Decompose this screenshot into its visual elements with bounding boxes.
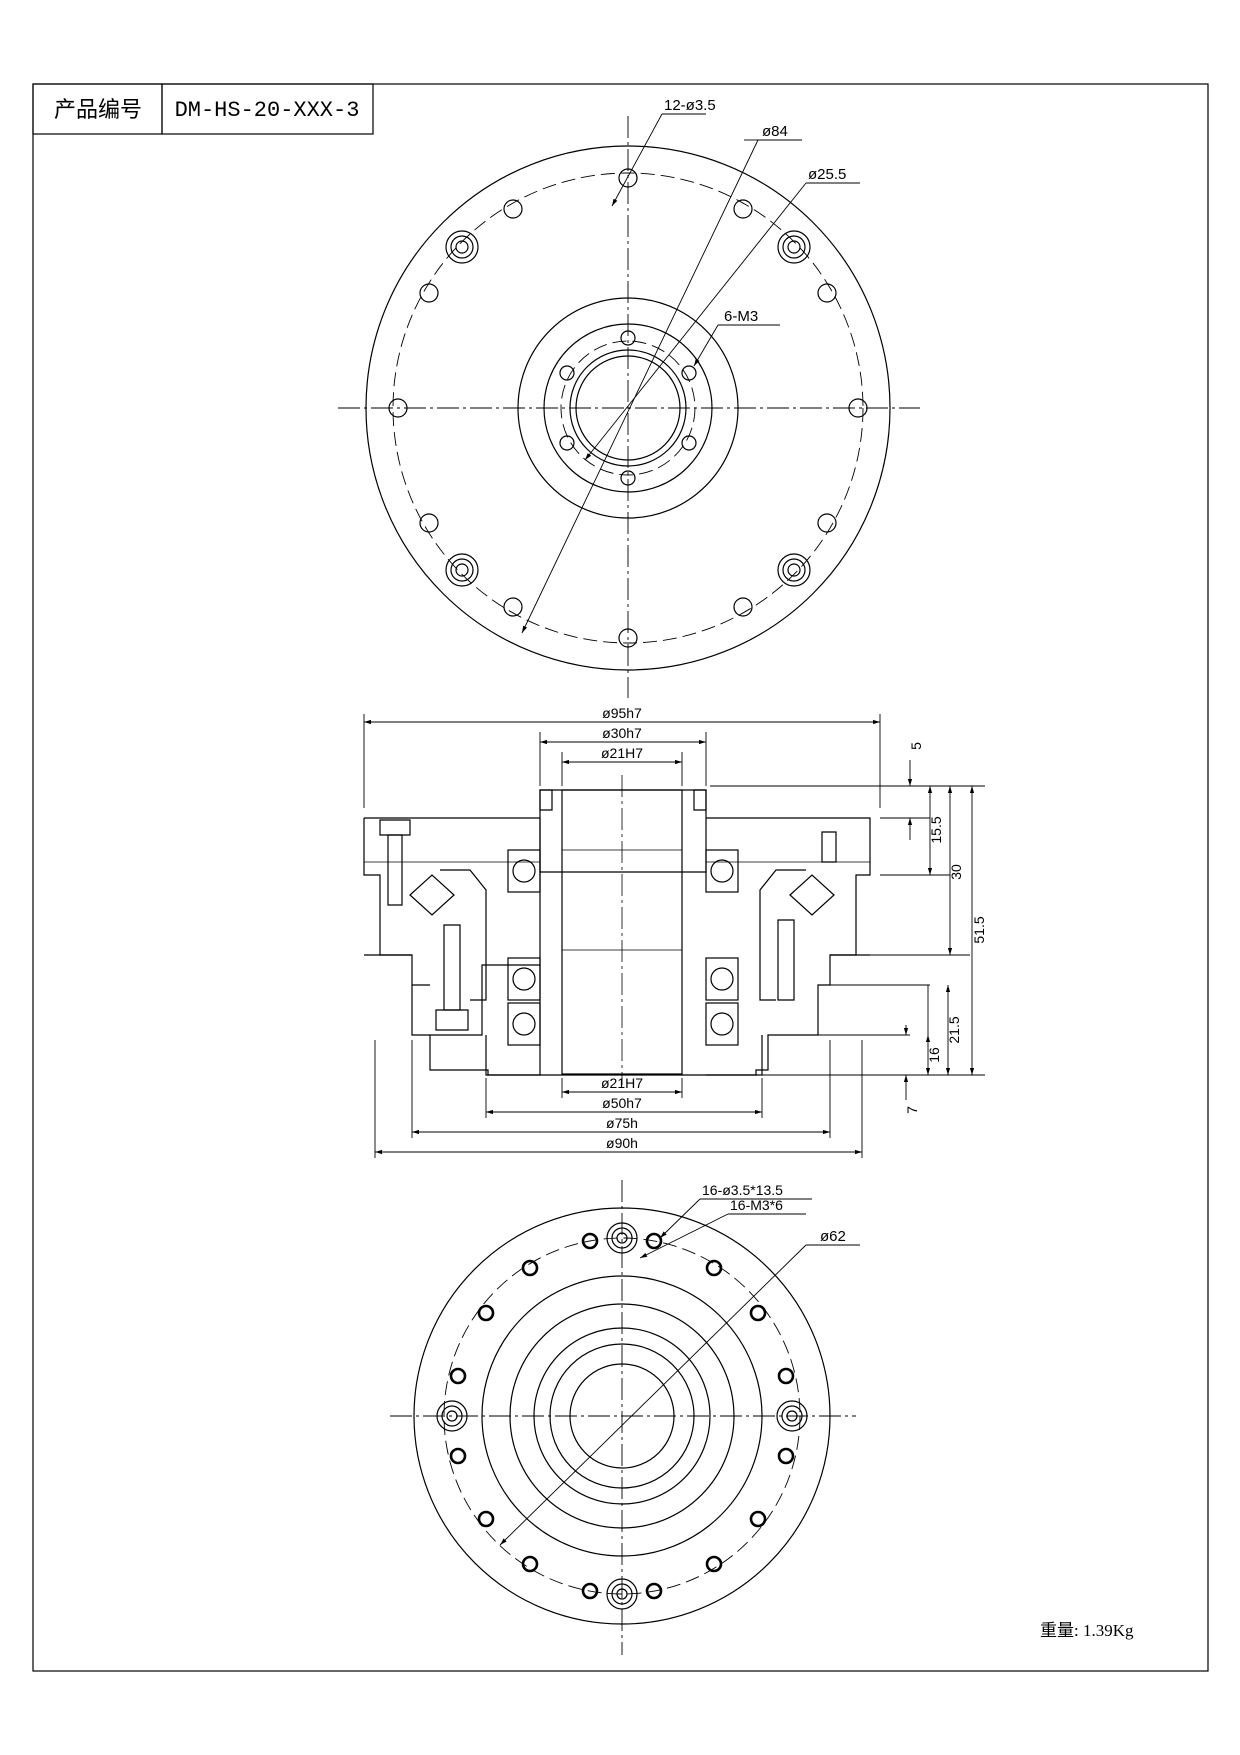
top-view [338,113,920,698]
dim-16: 16 [926,1047,942,1063]
top-counterbore-screws [445,230,811,587]
dim-5: 5 [908,742,924,750]
bottom-pcd-label: ø62 [820,1228,846,1245]
bottom-counterbores [436,1222,808,1610]
title-block: 产品编号 DM-HS-20-XXX-3 [32,83,374,135]
dim-50h7: ø50h7 [602,1095,642,1111]
bottom-bolt-holes [449,1232,795,1600]
bottom-thread-callout: 16-M3*6 [730,1197,783,1213]
dim-15-5: 15.5 [928,816,944,843]
dim-21-5: 21.5 [946,1016,962,1043]
product-code: DM-HS-20-XXX-3 [175,98,360,123]
weight-label: 重量: 1.39Kg [1040,1621,1134,1640]
dim-95h7: ø95h7 [602,705,642,721]
top-thread-callout: 6-M3 [724,308,758,325]
section-view [363,775,871,1085]
dim-75h: ø75h [606,1115,638,1131]
top-inner-dia-label: ø25.5 [808,166,846,183]
drawing-frame [32,83,1209,1672]
top-outer-dia-label: ø84 [762,123,788,140]
dim-90h: ø90h [606,1135,638,1151]
section-dimensions [363,714,985,1158]
bottom-holes-callout: 16-ø3.5*13.5 [702,1182,783,1198]
top-holes-callout: 12-ø3.5 [664,97,716,114]
top-bolt-holes [388,168,868,648]
bottom-view [390,1180,860,1655]
dim-21h7-top: ø21H7 [601,745,643,761]
dim-30h7: ø30h7 [602,725,642,741]
dim-21h7-bottom: ø21H7 [601,1075,643,1091]
top-m3-holes [559,330,697,486]
dim-30: 30 [948,864,964,880]
dim-7: 7 [904,1106,920,1114]
title-label: 产品编号 [54,97,142,122]
dim-51-5: 51.5 [971,916,987,943]
